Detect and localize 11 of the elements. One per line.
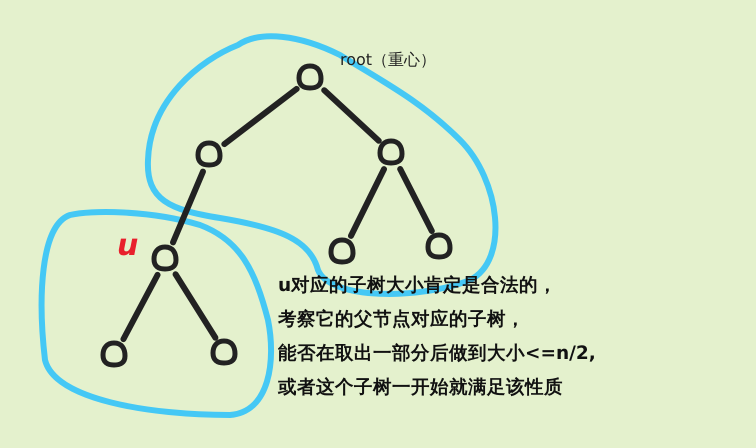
tree-edge [321, 87, 382, 144]
tree-edge [172, 271, 218, 341]
note-text: 能否在取出一部分后做到大小<=n/2, [278, 342, 596, 365]
node-tag: u [117, 228, 138, 263]
tree-edge [348, 166, 388, 239]
note-text: 考察它的父节点对应的子树， [278, 308, 525, 331]
tree-edge [221, 86, 300, 148]
tree-edge [170, 168, 206, 246]
tree-edge [397, 166, 435, 234]
note-text: 或者这个子树一开始就满足该性质 [278, 376, 563, 399]
tree-edge [120, 272, 161, 342]
